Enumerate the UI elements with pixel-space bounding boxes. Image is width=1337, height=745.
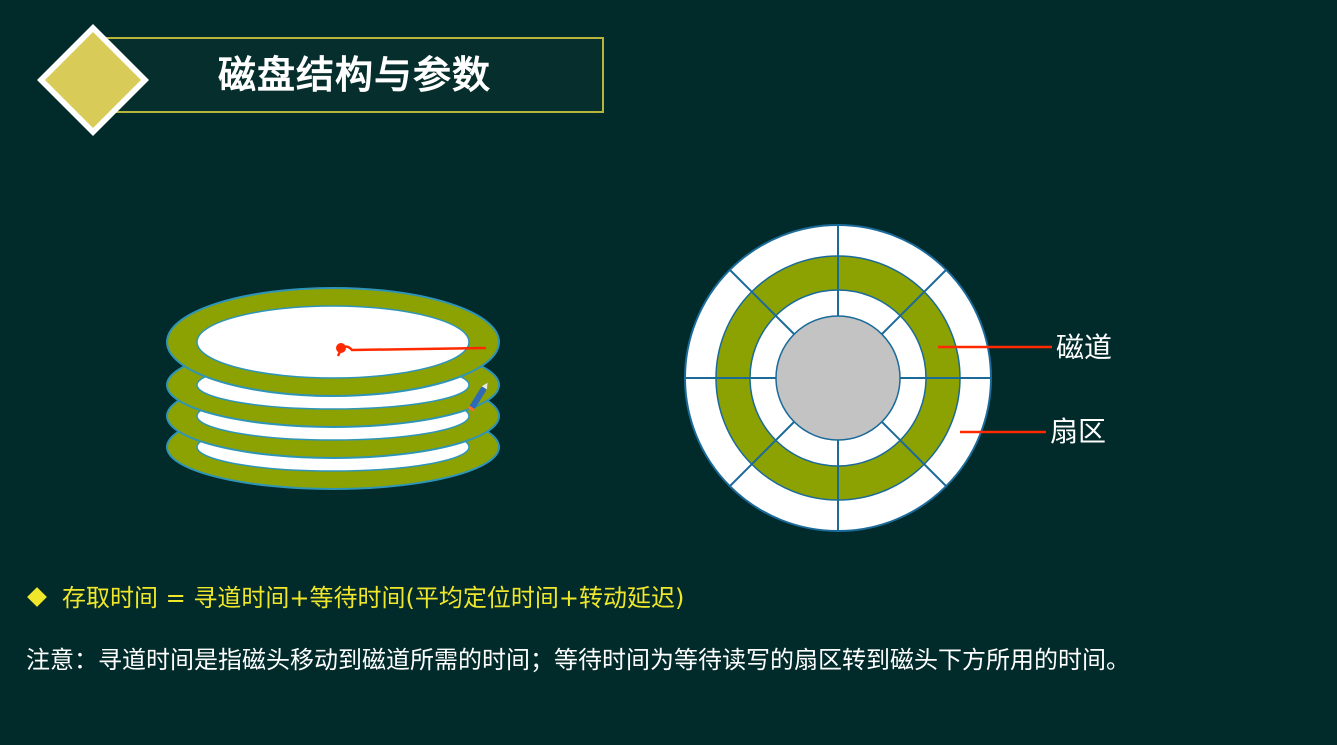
note-text: 注意：寻道时间是指磁头移动到磁道所需的时间；等待时间为等待读写的扇区转到磁头下方… [26, 646, 1130, 674]
platter-top-view [684, 224, 1052, 532]
title-frame [92, 37, 604, 113]
sector-label: 扇区 [1050, 415, 1107, 448]
disk-head [336, 343, 346, 353]
sector-dividers [685, 225, 991, 531]
platter-1 [166, 287, 500, 397]
formula-text: 存取时间 = 寻道时间+等待时间(平均定位时间+转动延迟) [62, 584, 685, 612]
platter-stack [166, 287, 500, 490]
diamond-bullet-icon [27, 587, 47, 607]
access-time-formula: 存取时间 = 寻道时间+等待时间(平均定位时间+转动延迟) [26, 578, 684, 618]
pen-icon [468, 382, 488, 412]
page-title: 磁盘结构与参数 [218, 53, 492, 97]
title-diamond-icon [35, 22, 151, 138]
track-label: 磁道 [1056, 331, 1113, 364]
